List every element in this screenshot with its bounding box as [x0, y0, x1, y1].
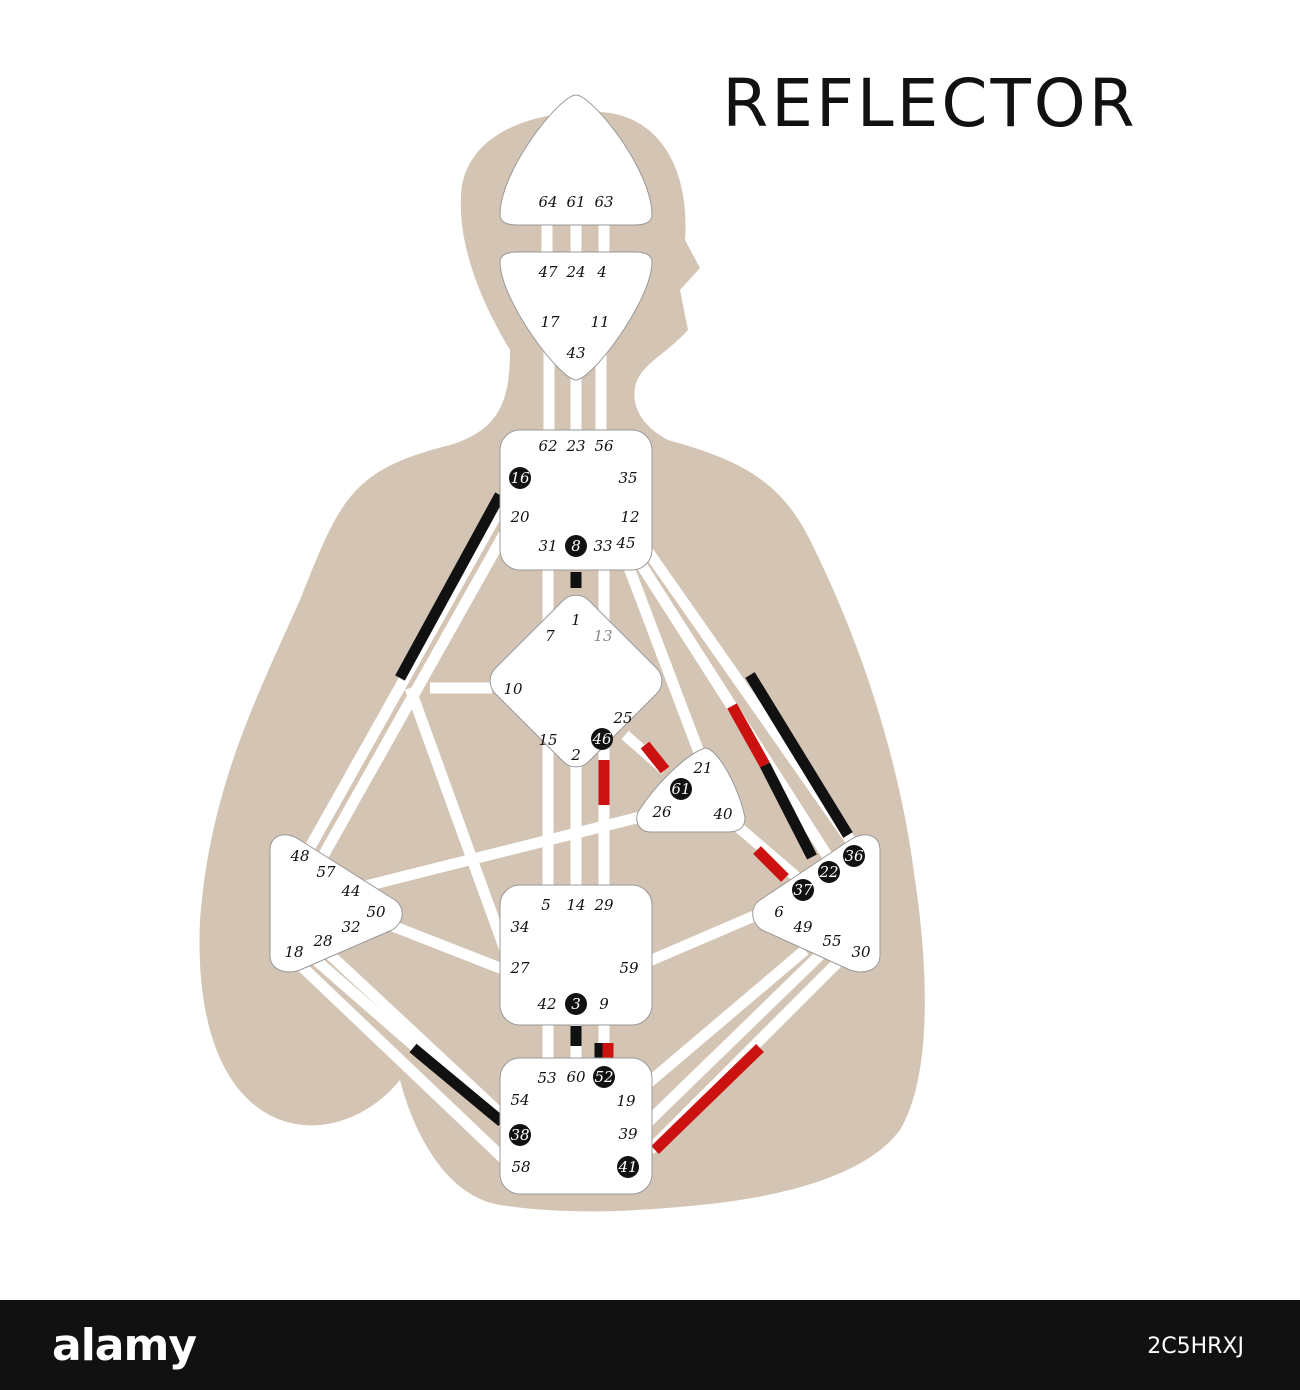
gate-61-ego: 61	[671, 780, 690, 798]
gate-19: 19	[616, 1092, 636, 1110]
gate-54: 54	[510, 1091, 529, 1109]
brand-logo: alamy	[52, 1320, 196, 1371]
image-id: 2C5HRXJ	[1147, 1334, 1244, 1359]
gate-60: 60	[566, 1068, 586, 1086]
gate-38: 38	[510, 1126, 529, 1144]
gate-4: 4	[596, 263, 607, 281]
gate-42: 42	[536, 995, 556, 1013]
gate-18: 18	[284, 943, 303, 961]
gate-58: 58	[511, 1158, 530, 1176]
gate-26: 26	[651, 803, 672, 821]
gate-13: 13	[593, 627, 612, 645]
gate-16: 16	[510, 469, 530, 487]
gate-55: 55	[822, 932, 841, 950]
gate-57: 57	[316, 863, 336, 881]
gate-63: 63	[594, 193, 613, 211]
gate-23: 23	[565, 437, 585, 455]
gate-7: 7	[545, 627, 555, 645]
gate-6: 6	[774, 903, 784, 921]
gate-25: 25	[612, 709, 632, 727]
gate-40: 40	[712, 805, 733, 823]
gate-36: 36	[844, 847, 864, 865]
gate-17: 17	[540, 313, 560, 331]
gate-53: 53	[537, 1069, 556, 1087]
gate-46: 46	[591, 730, 612, 748]
gate-21: 21	[692, 759, 712, 777]
gate-49: 49	[792, 918, 813, 936]
gate-11: 11	[590, 313, 609, 331]
gate-44: 44	[340, 882, 360, 900]
gate-39: 39	[618, 1125, 638, 1143]
gate-24: 24	[565, 263, 585, 281]
gate-35: 35	[618, 469, 637, 487]
gate-47: 47	[537, 263, 558, 281]
gate-37: 37	[793, 881, 813, 899]
gate-62: 62	[538, 437, 557, 455]
gate-30: 30	[851, 943, 871, 961]
gate-64: 64	[538, 193, 557, 211]
gate-27: 27	[509, 959, 530, 977]
gate-9: 9	[599, 995, 609, 1013]
gate-22: 22	[818, 863, 838, 881]
bodygraph-chart: 64 61 63 47 24 4 17 11 43 62 23 56 16 35…	[0, 0, 1300, 1300]
gate-10: 10	[503, 680, 523, 698]
gate-52: 52	[594, 1068, 613, 1086]
gate-48: 48	[289, 847, 309, 865]
gate-8: 8	[571, 537, 581, 555]
gate-32: 32	[341, 918, 360, 936]
gate-20: 20	[509, 508, 530, 526]
gate-31: 31	[538, 537, 557, 555]
gate-45: 45	[615, 534, 635, 552]
gate-34: 34	[510, 918, 529, 936]
gate-33: 33	[593, 537, 612, 555]
gate-50: 50	[366, 903, 386, 921]
footer-bar: alamy 2C5HRXJ	[0, 1300, 1300, 1390]
gate-5: 5	[541, 896, 551, 914]
gate-56: 56	[594, 437, 614, 455]
chart-title: REFLECTOR	[722, 65, 1137, 142]
gate-61-head: 61	[566, 193, 585, 211]
gate-2: 2	[570, 746, 581, 764]
gate-15: 15	[538, 731, 557, 749]
gate-3: 3	[571, 995, 581, 1013]
gate-29: 29	[593, 896, 614, 914]
gate-41: 41	[617, 1158, 637, 1176]
gate-43: 43	[565, 344, 585, 362]
gate-14: 14	[566, 896, 585, 914]
gate-1: 1	[571, 611, 581, 629]
gate-12: 12	[620, 508, 639, 526]
gate-28: 28	[312, 932, 332, 950]
gate-59: 59	[619, 959, 639, 977]
